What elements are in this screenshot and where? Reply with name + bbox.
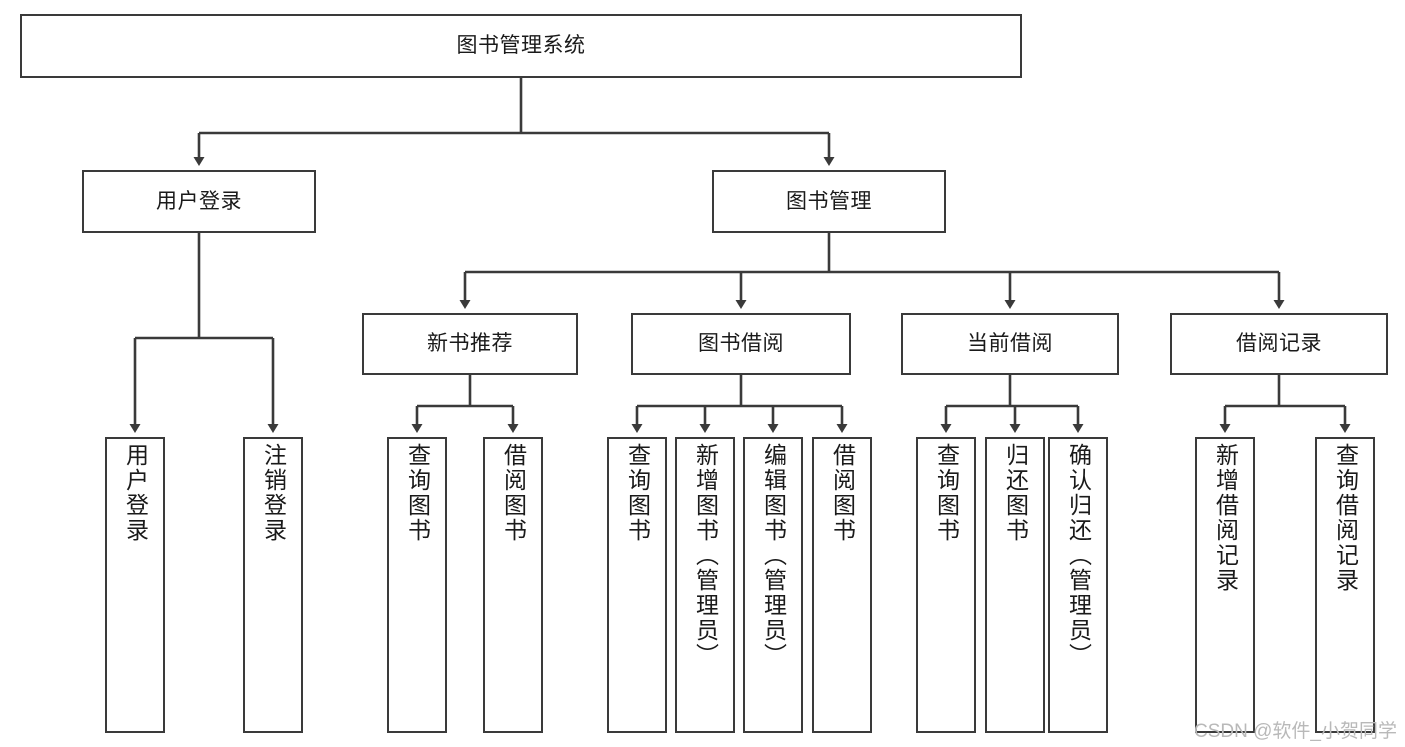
node-leaf-query-book-2[interactable]: 查询图书 [607,437,667,733]
node-leaf-add-record[interactable]: 新增借阅记录 [1195,437,1255,733]
node-leaf-return-book[interactable]: 归还图书 [985,437,1045,733]
node-leaf-query-book-1[interactable]: 查询图书 [387,437,447,733]
node-leaf-query-book-2-label: 查询图书 [624,443,651,543]
node-root-label: 图书管理系统 [456,34,586,58]
node-new-book-recommend-label: 新书推荐 [427,332,513,356]
node-book-borrow[interactable]: 图书借阅 [631,313,851,375]
node-book-manage-label: 图书管理 [786,189,872,213]
node-leaf-query-record-label: 查询借阅记录 [1332,443,1359,593]
node-leaf-borrow-book-1-label: 借阅图书 [500,443,527,543]
node-user-login-label: 用户登录 [156,189,242,213]
node-leaf-add-book[interactable]: 新增图书（管理员） [675,437,735,733]
node-leaf-query-record[interactable]: 查询借阅记录 [1315,437,1375,733]
watermark-text: CSDN @软件_小贺同学 [1194,721,1397,742]
node-leaf-borrow-book-2-label: 借阅图书 [829,443,856,543]
node-book-manage[interactable]: 图书管理 [712,170,946,233]
node-leaf-user-login[interactable]: 用户登录 [105,437,165,733]
node-leaf-logout-label: 注销登录 [260,443,287,543]
node-borrow-record-label: 借阅记录 [1236,332,1322,356]
node-leaf-user-login-label: 用户登录 [122,443,149,543]
node-leaf-query-book-3[interactable]: 查询图书 [916,437,976,733]
node-leaf-edit-book-label: 编辑图书（管理员） [760,443,787,668]
node-borrow-record[interactable]: 借阅记录 [1170,313,1388,375]
node-current-borrow[interactable]: 当前借阅 [901,313,1119,375]
node-current-borrow-label: 当前借阅 [967,332,1053,356]
node-leaf-borrow-book-2[interactable]: 借阅图书 [812,437,872,733]
node-leaf-query-book-1-label: 查询图书 [404,443,431,543]
node-root[interactable]: 图书管理系统 [20,14,1022,78]
node-leaf-borrow-book-1[interactable]: 借阅图书 [483,437,543,733]
node-leaf-logout[interactable]: 注销登录 [243,437,303,733]
node-leaf-add-record-label: 新增借阅记录 [1212,443,1239,593]
node-new-book-recommend[interactable]: 新书推荐 [362,313,578,375]
node-leaf-return-book-label: 归还图书 [1002,443,1029,543]
node-leaf-query-book-3-label: 查询图书 [933,443,960,543]
node-book-borrow-label: 图书借阅 [698,332,784,356]
node-leaf-add-book-label: 新增图书（管理员） [692,443,719,668]
node-leaf-confirm-return[interactable]: 确认归还（管理员） [1048,437,1108,733]
node-leaf-confirm-return-label: 确认归还（管理员） [1065,443,1092,668]
node-leaf-edit-book[interactable]: 编辑图书（管理员） [743,437,803,733]
node-user-login[interactable]: 用户登录 [82,170,316,233]
